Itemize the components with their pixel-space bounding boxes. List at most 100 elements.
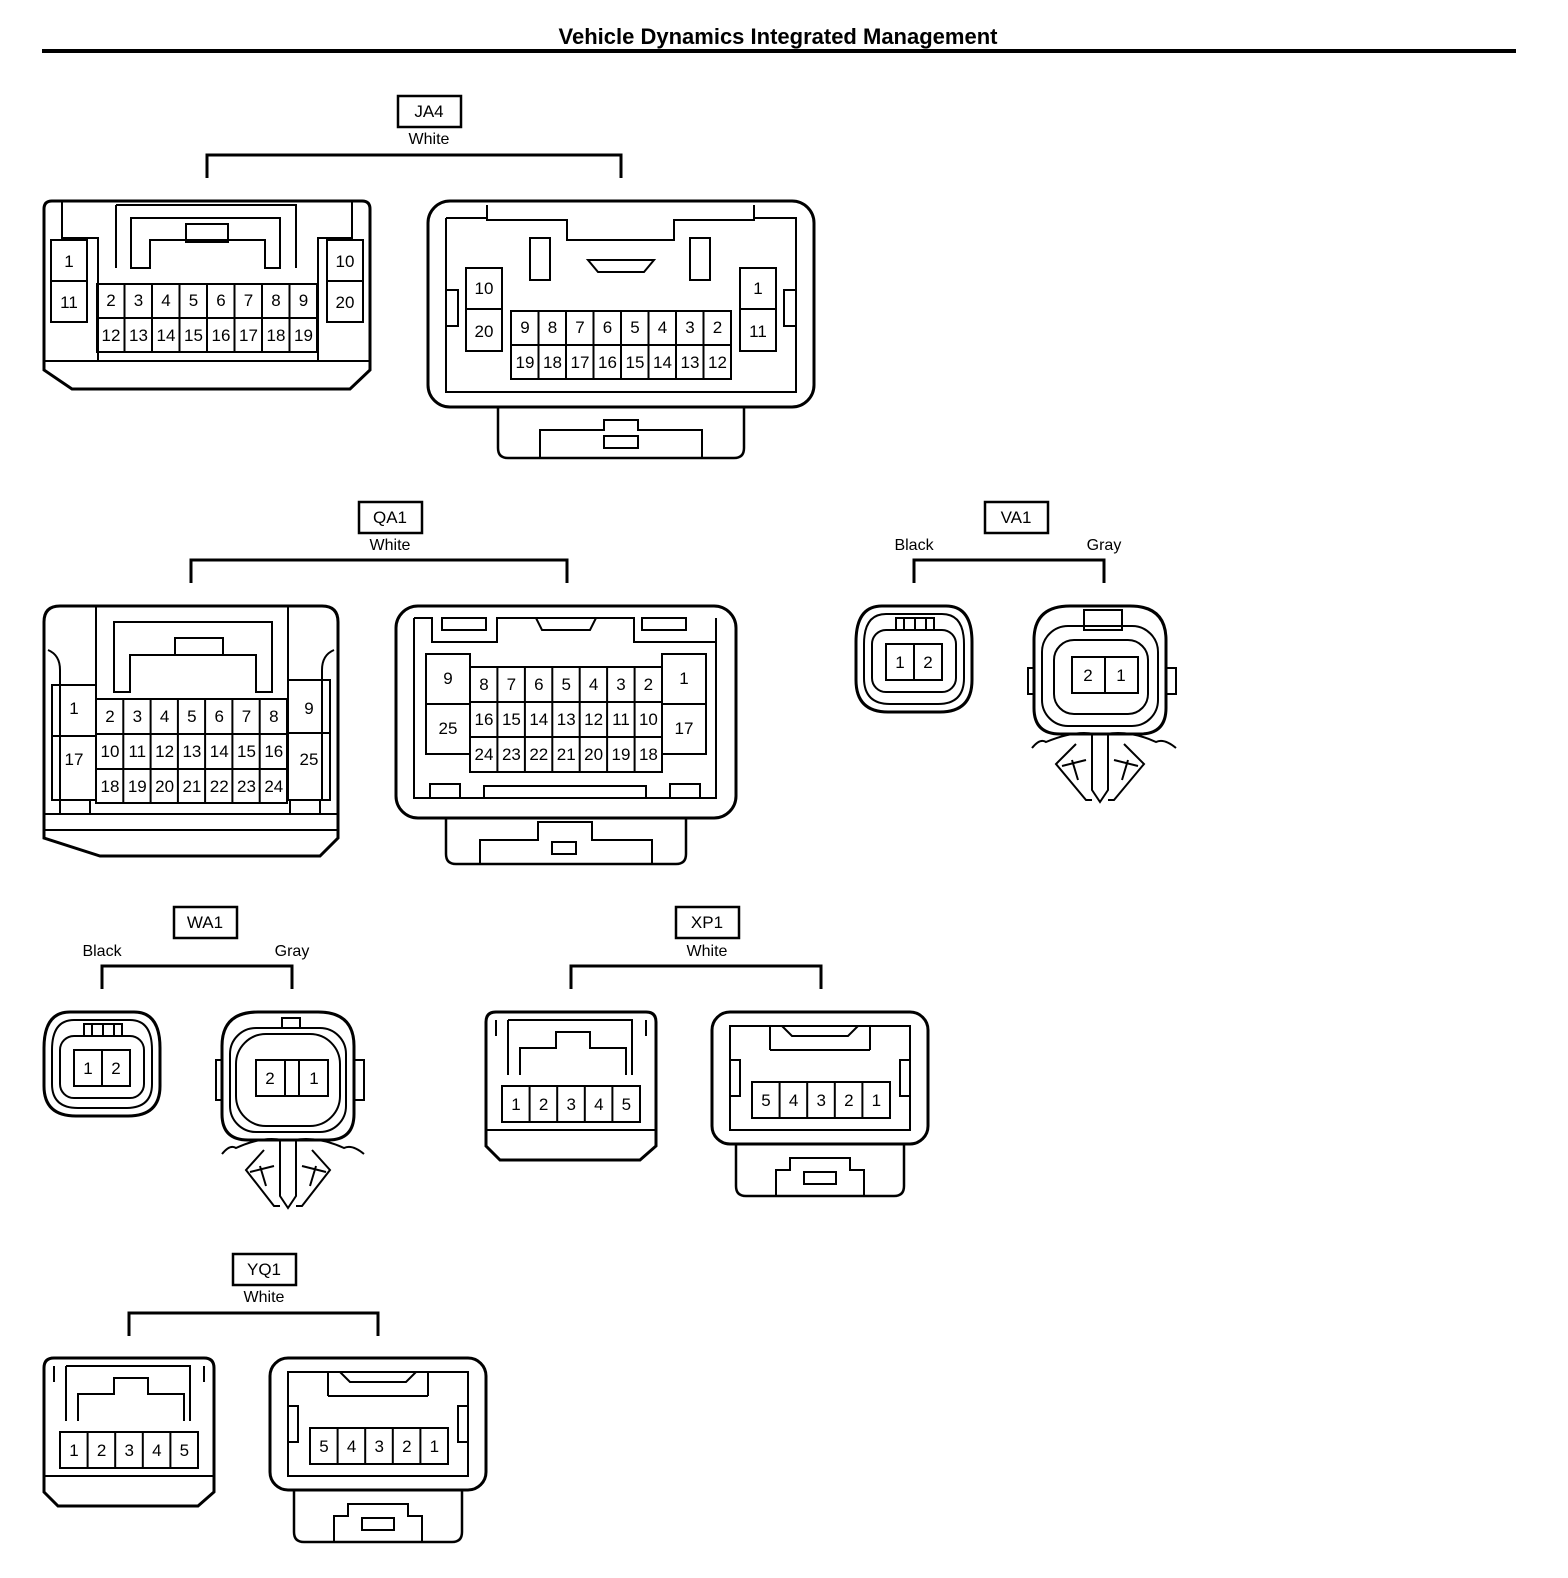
- pin-label: 17: [675, 719, 694, 738]
- yq1-housing-left: [42, 1356, 216, 1508]
- connector-color-left: Black: [894, 537, 934, 554]
- connector-color-right: Gray: [1087, 537, 1122, 554]
- pin-label: 20: [584, 745, 603, 764]
- connector-color: White: [687, 943, 728, 960]
- pin-label: 1: [309, 1069, 318, 1088]
- connector-wa1: WA1 Black Gray: [42, 905, 365, 1210]
- page-title: Vehicle Dynamics Integrated Management: [559, 24, 999, 49]
- connector-bracket: [100, 964, 294, 989]
- qa1-housing-left: [42, 604, 340, 858]
- pin-label: 4: [589, 675, 598, 694]
- pin-label: 5: [319, 1437, 328, 1456]
- pin-label: 13: [681, 353, 700, 372]
- connector-va1: VA1 Black Gray: [854, 500, 1177, 804]
- connector-code-box: [674, 905, 741, 940]
- pin-label: 5: [622, 1095, 631, 1114]
- pin-label: 22: [210, 777, 229, 796]
- pin-label: 2: [105, 707, 114, 726]
- pin-label: 4: [161, 291, 170, 310]
- pin-label: 20: [155, 777, 174, 796]
- va1-housing-right: [1027, 604, 1177, 804]
- pin-label: 2: [402, 1437, 411, 1456]
- va1-housing-left: [854, 604, 974, 714]
- pin-label: 3: [685, 318, 694, 337]
- pin-label: 2: [539, 1095, 548, 1114]
- pin-label: 22: [529, 745, 548, 764]
- pin-label: 15: [502, 710, 521, 729]
- pin-label: 1: [679, 669, 688, 688]
- pin-label: 8: [479, 675, 488, 694]
- pin-label: 9: [299, 291, 308, 310]
- connector-bracket: [189, 558, 569, 583]
- pin-label: 1: [895, 653, 904, 672]
- connector-code-box: [231, 1252, 298, 1287]
- pin-label: 1: [511, 1095, 520, 1114]
- connector-yq1: YQ1 White: [42, 1252, 488, 1544]
- pin-label: 19: [294, 326, 313, 345]
- pin-label: 3: [374, 1437, 383, 1456]
- connector-color: White: [244, 1289, 285, 1306]
- pin-label: 2: [111, 1059, 120, 1078]
- pin-label: 6: [534, 675, 543, 694]
- pin-label: 4: [658, 318, 667, 337]
- pin-label: 2: [265, 1069, 274, 1088]
- pin-label: 5: [561, 675, 570, 694]
- pin-label: 23: [502, 745, 521, 764]
- pin-label: 8: [271, 291, 280, 310]
- connector-code: YQ1: [247, 1260, 281, 1279]
- pin-label: 1: [64, 252, 73, 271]
- pin-label: 11: [612, 710, 630, 729]
- pin-label: 4: [152, 1441, 161, 1460]
- pin-label: 19: [516, 353, 535, 372]
- pin-label: 12: [155, 742, 174, 761]
- pin-label: 13: [557, 710, 576, 729]
- pin-label: 4: [789, 1091, 798, 1110]
- pin-label: 5: [180, 1441, 189, 1460]
- xp1-housing-left: [484, 1010, 658, 1162]
- pin-label: 15: [626, 353, 645, 372]
- pin-label: 21: [182, 777, 201, 796]
- pin-label: 5: [630, 318, 639, 337]
- pin-label: 2: [97, 1441, 106, 1460]
- pin-label: 11: [60, 293, 78, 312]
- ja4-housing-right: [426, 199, 816, 460]
- pin-label: 1: [69, 699, 78, 718]
- pin-label: 12: [708, 353, 727, 372]
- pin-label: 12: [102, 326, 121, 345]
- pin-label: 23: [237, 777, 256, 796]
- pin-label: 1: [430, 1437, 439, 1456]
- connector-color-right: Gray: [275, 943, 310, 960]
- pin-label: 1: [753, 279, 762, 298]
- connector-qa1: QA1 White: [42, 500, 738, 866]
- pin-label: 18: [639, 745, 658, 764]
- pin-label: 9: [304, 699, 313, 718]
- pin-label: 12: [584, 710, 603, 729]
- pin-label: 2: [106, 291, 115, 310]
- pin-label: 16: [264, 742, 283, 761]
- pin-label: 17: [571, 353, 590, 372]
- pin-label: 7: [242, 707, 251, 726]
- pin-label: 2: [1083, 666, 1092, 685]
- pin-label: 15: [184, 326, 203, 345]
- yq1-housing-right: [268, 1356, 488, 1544]
- connector-ja4: JA4 White: [42, 94, 816, 460]
- pin-label: 14: [157, 326, 176, 345]
- pin-label: 1: [69, 1441, 78, 1460]
- connector-bracket: [912, 558, 1106, 583]
- pin-label: 19: [612, 745, 631, 764]
- connector-code-box: [172, 905, 239, 940]
- connector-color-left: Black: [82, 943, 122, 960]
- pin-label: 25: [300, 750, 319, 769]
- pin-label: 2: [713, 318, 722, 337]
- pin-label: 16: [598, 353, 617, 372]
- pin-label: 16: [212, 326, 231, 345]
- pin-label: 5: [187, 707, 196, 726]
- pin-label: 8: [269, 707, 278, 726]
- connector-code-box: [396, 94, 463, 129]
- connector-code: WA1: [187, 913, 223, 932]
- pin-label: 19: [128, 777, 147, 796]
- pin-label: 2: [644, 675, 653, 694]
- pin-label: 4: [160, 707, 169, 726]
